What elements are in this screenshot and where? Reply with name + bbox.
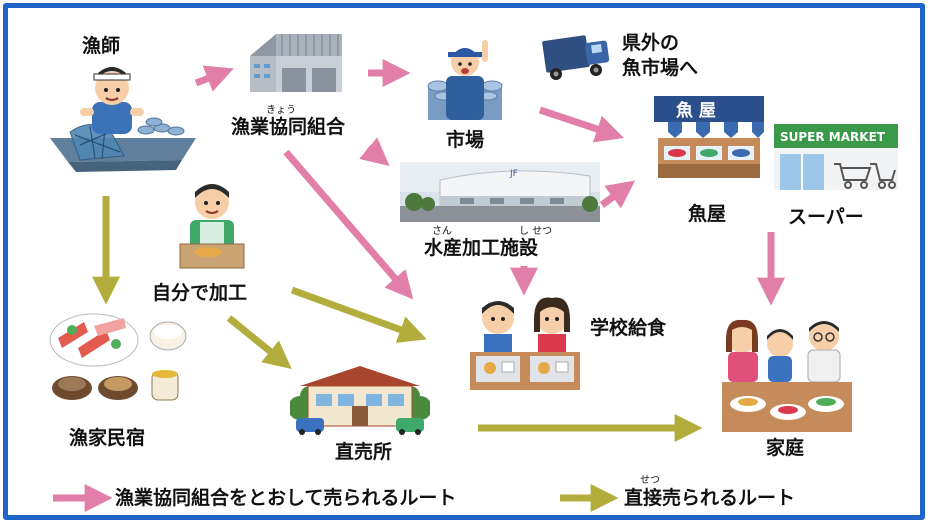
fish-shop-illustration: 魚 屋 [654,96,764,182]
supermarket-sign-text: SUPER MARKET [780,130,886,144]
school-lunch-label: 学校給食 [590,317,667,339]
fisherman-label: 漁師 [82,35,121,57]
market-label: 市場 [446,129,485,151]
processing-label: 水産加工施設 [424,237,539,259]
coop-ruby: きょう [266,105,296,116]
family-inn-meal-illustration [44,308,194,422]
school-lunch-illustration [470,292,580,394]
home-family-illustration [718,312,854,438]
self-processing-illustration [178,178,246,274]
outside-market-label-line1: 県外の [622,32,680,54]
coop-label: 漁業協同組合 [231,116,346,138]
arrow-self-to-school [290,286,427,343]
fisherman-illustration [50,60,196,182]
arrow-fisherman-to-coop [194,65,234,92]
fish-shop-label: 魚屋 [688,203,727,225]
legend-direct-ruby: せつ [640,475,660,486]
coop-warehouse-illustration [246,28,346,104]
self-processing-label: 自分で加工 [152,282,248,304]
direct-store-illustration [288,360,432,440]
market-auctioneer-illustration [420,34,510,124]
arrow-market-to-fishshop [538,106,624,143]
supermarket-illustration: SUPER MARKET [774,124,898,194]
legend-direct-route-label: 直接売られるルート [624,487,796,509]
home-label: 家庭 [766,437,805,459]
supermarket-label: スーパー [788,206,864,228]
processing-ruby-shisetsu: し せつ [519,226,553,237]
family-inn-label: 漁家民宿 [69,427,146,449]
arrow-coop-to-processing [359,137,390,167]
diagram-frame [3,3,925,520]
arrow-self-to-direct [226,315,292,369]
arrow-coop-to-school [283,149,414,300]
truck-illustration [540,30,614,90]
processing-plant-photo: JF [400,162,600,226]
processing-plant-logo: JF [509,169,518,179]
outside-market-label-line2: 魚市場へ [622,57,699,79]
fish-shop-sign-text: 魚 屋 [676,100,716,121]
direct-store-label: 直売所 [335,441,393,463]
processing-ruby-san: さん [432,226,452,237]
arrow-processing-to-fishshop [599,180,636,209]
legend-coop-route-label: 漁業協同組合をとおして売られるルート [115,487,457,509]
